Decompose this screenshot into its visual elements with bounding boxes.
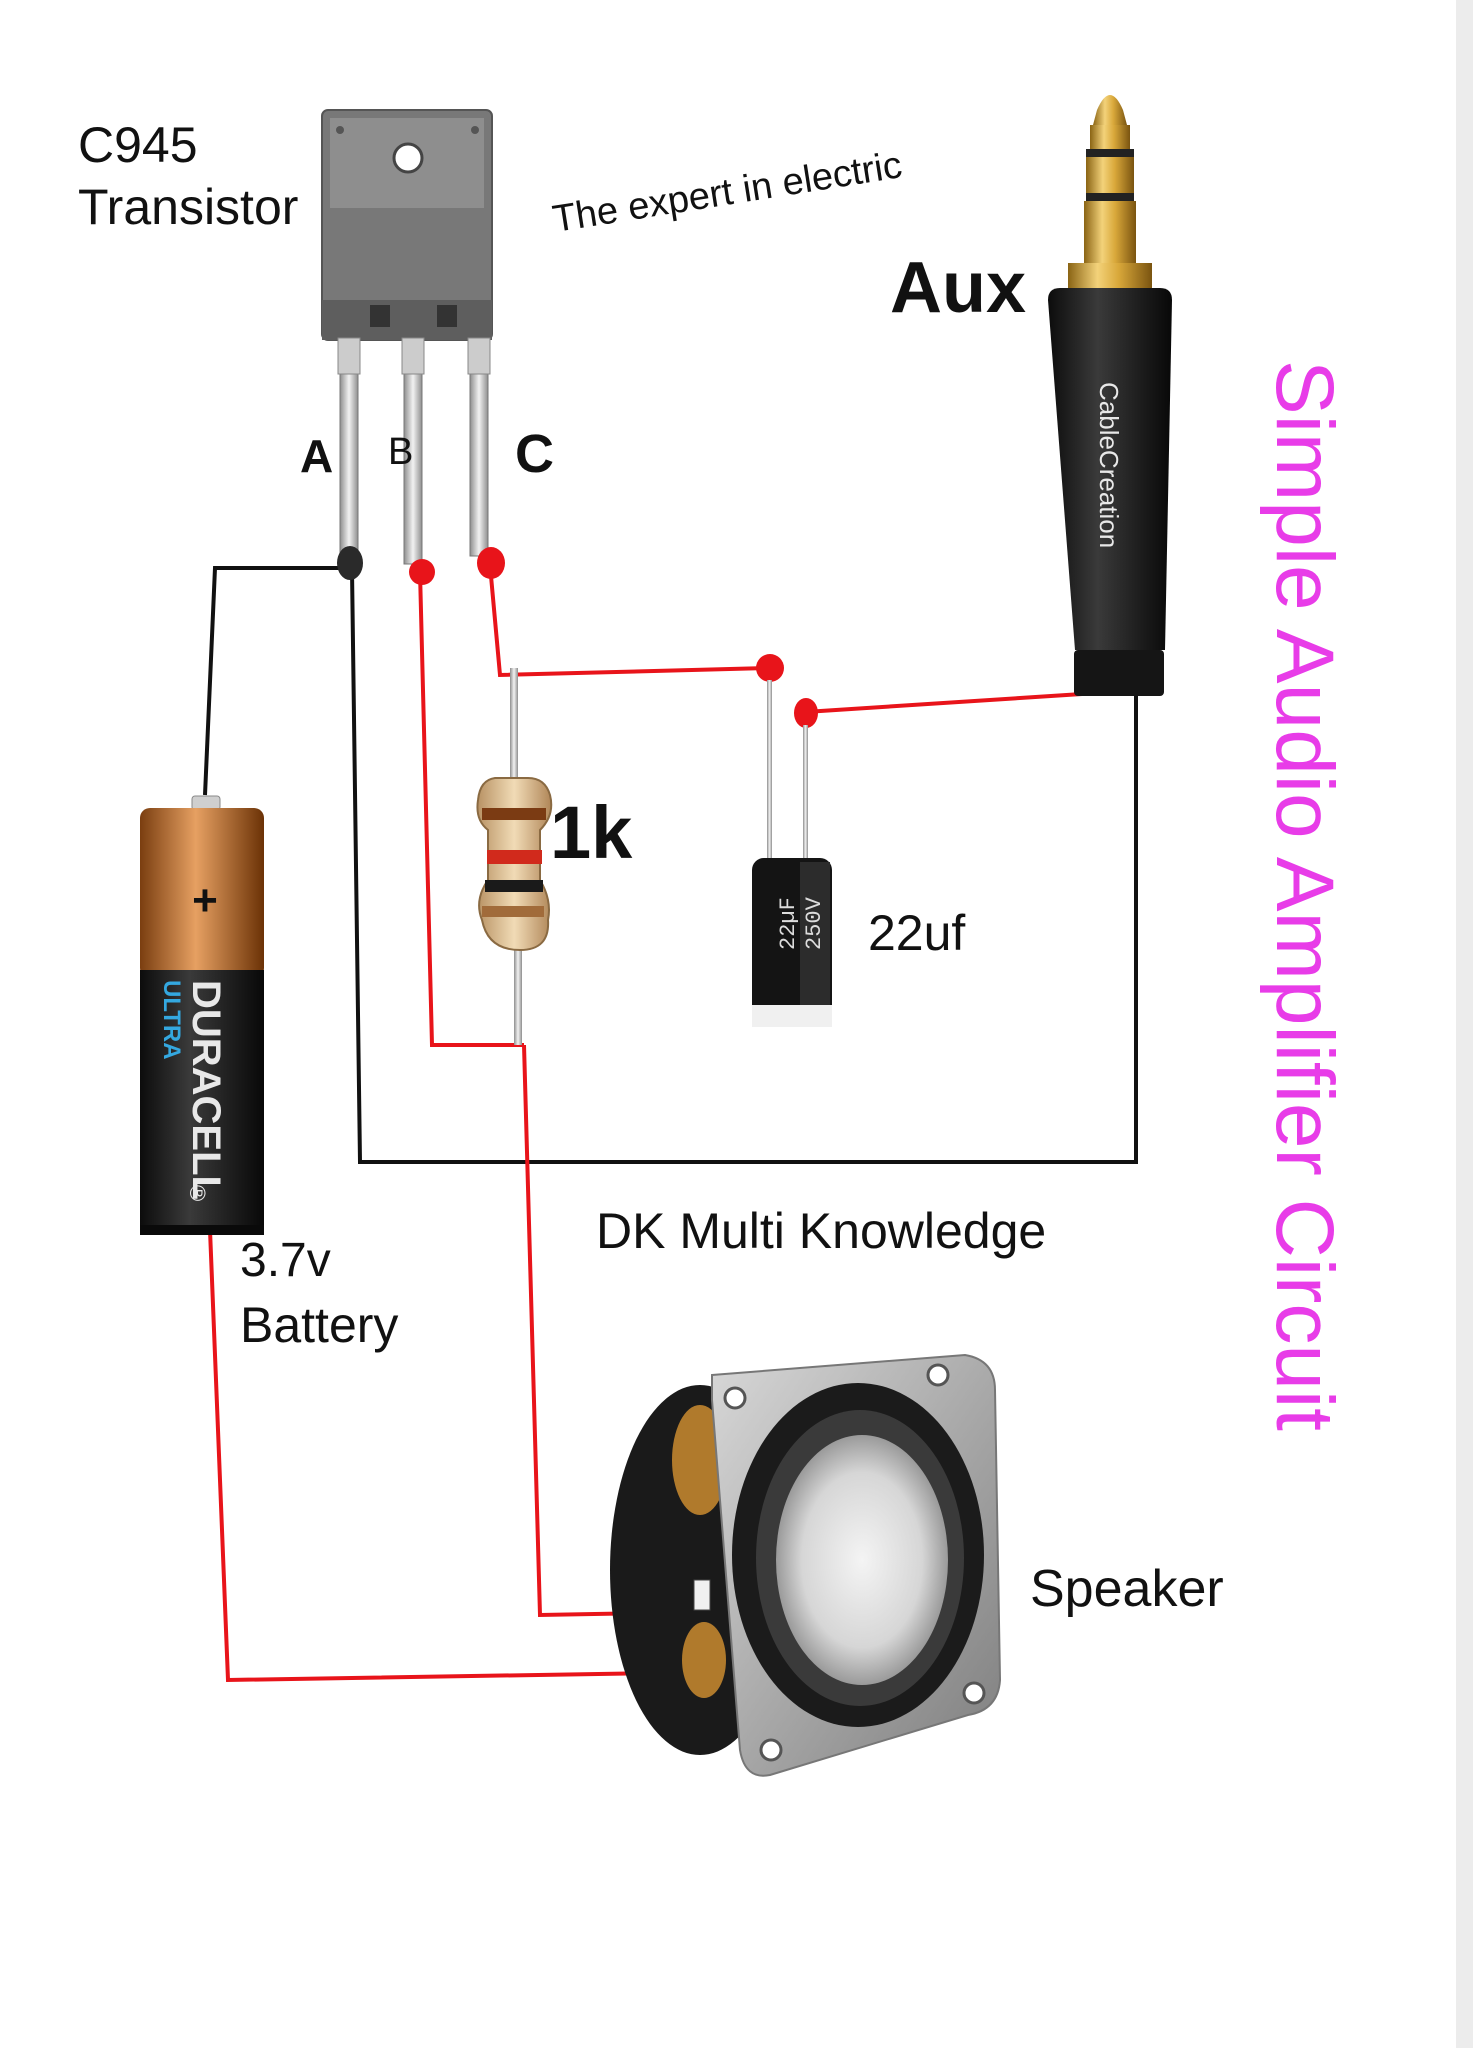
transistor-name-line2: Transistor (78, 179, 298, 235)
battery-voltage-label: 3.7v (240, 1234, 331, 1287)
battery-plus-sign: + (192, 876, 218, 925)
wire-pin-c-capacitor (488, 564, 769, 678)
scrollbar-track[interactable] (1456, 0, 1473, 2048)
transistor (321, 109, 493, 565)
battery-name-label: Battery (240, 1297, 398, 1353)
wire-pin-b-resistor (418, 571, 524, 1047)
speaker-label: Speaker (1030, 1560, 1224, 1618)
battery-registered-mark: ® (185, 1185, 210, 1201)
capacitor-label: 22uf (868, 905, 965, 961)
speaker-terminal-1 (693, 1579, 711, 1611)
resistor-band-2 (487, 850, 542, 864)
speaker-cone (776, 1435, 948, 1685)
junction-capacitor-lead-1 (756, 654, 784, 682)
pin-label-b: B (388, 431, 413, 473)
pin-label-c: C (515, 424, 554, 484)
speaker (610, 1353, 1002, 1777)
battery: + DURACELL ULTRA ® (140, 795, 264, 1235)
resistor-band-1 (482, 808, 546, 820)
aux-plug-tip (1093, 95, 1127, 125)
watermark-top: The expert in electric (550, 144, 905, 241)
capacitor: 22µF 250V (752, 680, 832, 1027)
battery-copper-top (140, 808, 264, 978)
resistor-band-4 (482, 906, 544, 917)
wire-battery-speaker (208, 1229, 721, 1683)
transistor-name-line1: C945 (78, 117, 198, 173)
aux-jack: CableCreation (1048, 95, 1172, 696)
watermark-bottom: DK Multi Knowledge (596, 1203, 1046, 1259)
junction-pin-c (477, 547, 505, 579)
resistor-label: 1k (550, 791, 633, 874)
battery-sub-brand: ULTRA (158, 980, 185, 1060)
junction-pin-a (337, 546, 363, 580)
battery-brand: DURACELL (184, 980, 228, 1200)
capacitor-marking-2: 250V (802, 896, 827, 950)
transistor-mount-hole (392, 142, 424, 174)
capacitor-marking-1: 22µF (776, 897, 801, 950)
battery-black-body (140, 970, 264, 1232)
aux-brand-text: CableCreation (1094, 382, 1124, 548)
diagram-title: Simple Audio Amplifier Circuit (1259, 360, 1350, 1431)
wire-pin-a-ground (350, 569, 1138, 1164)
aux-label: Aux (890, 248, 1026, 328)
resistor-band-3 (485, 880, 543, 892)
junction-capacitor-lead-2 (794, 698, 818, 728)
resistor (476, 668, 553, 1045)
aux-plug-body (1048, 288, 1172, 650)
wire-capacitor-aux (804, 692, 1083, 714)
junction-pin-b (409, 559, 435, 585)
wire-battery-to-pin-a (203, 566, 350, 796)
pin-label-a: A (300, 430, 333, 482)
